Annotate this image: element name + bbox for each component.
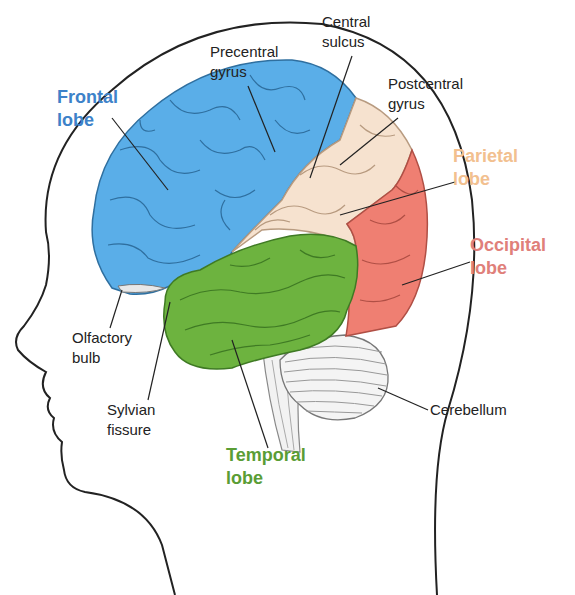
lobe-name: Occipital lobe — [470, 234, 566, 280]
leader-lines — [110, 56, 470, 448]
cerebellum-folia — [284, 346, 387, 413]
temporal-gyri — [180, 250, 345, 355]
temporal-lobe — [164, 234, 358, 369]
part-label: Sylvian fissure — [107, 400, 177, 440]
part-label: Cerebellum — [430, 400, 550, 420]
occipital-lobe — [346, 150, 427, 336]
olfactory-bulb-shape — [118, 284, 165, 292]
occipital-gyri — [360, 185, 418, 302]
part-label: Central sulcus — [322, 12, 388, 52]
lobe-name: Frontal lobe — [57, 86, 137, 132]
lobe-name: Temporal lobe — [226, 444, 326, 490]
part-label: Postcentral gyrus — [388, 74, 478, 114]
frontal-gyri — [108, 75, 310, 263]
lobe-name: Parietal lobe — [453, 145, 535, 191]
part-label: Precentral gyrus — [210, 42, 292, 82]
part-label: Olfactory bulb — [72, 328, 152, 368]
